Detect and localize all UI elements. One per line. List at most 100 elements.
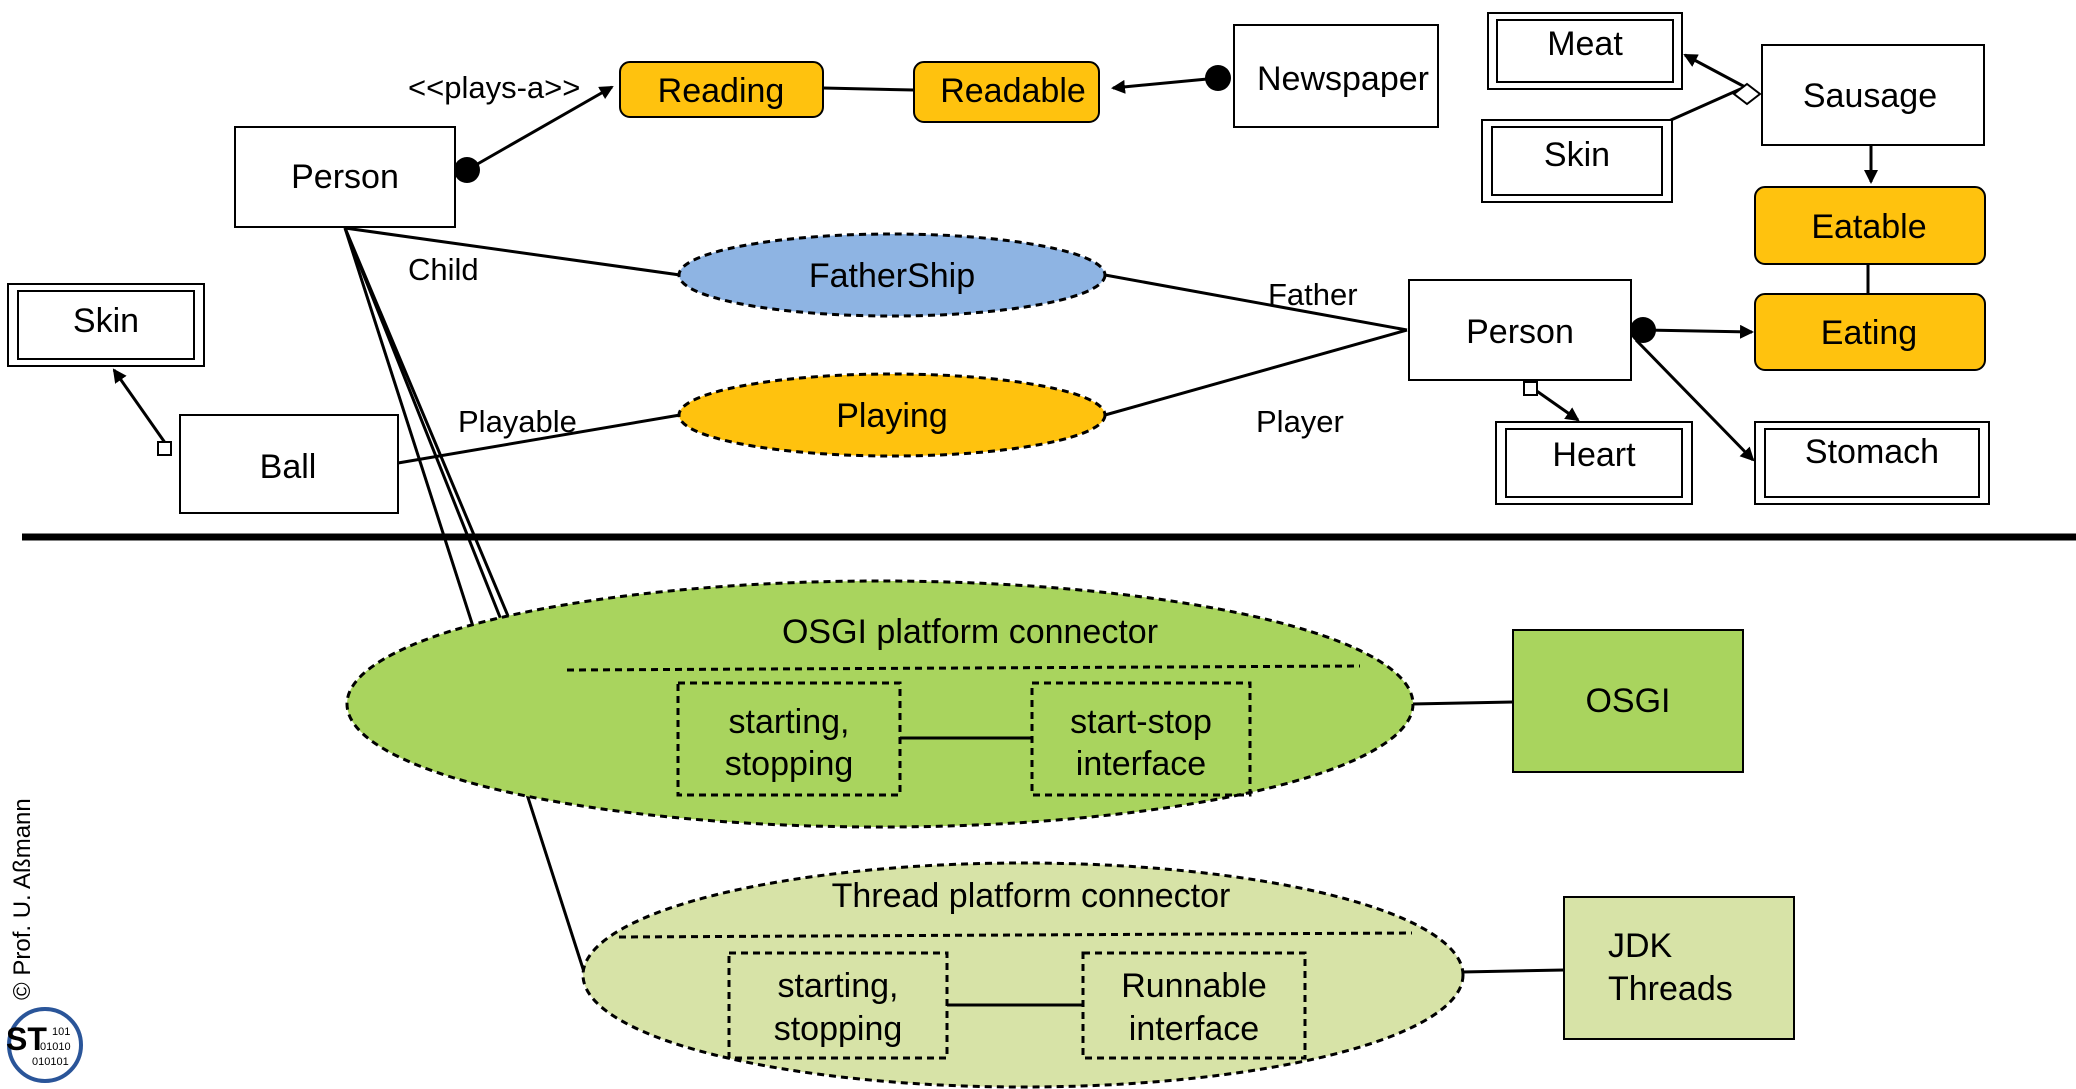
readable-label: Readable	[940, 72, 1086, 110]
osgi-label: OSGI	[1585, 682, 1670, 720]
person-left-node: Person	[234, 126, 456, 228]
osgi-interface-line1: start-stop	[1070, 703, 1212, 741]
sausage-box	[1761, 44, 1985, 146]
father-label: Father	[1268, 277, 1358, 312]
person-left-box	[234, 126, 456, 228]
plays-a-arrow	[466, 85, 614, 172]
child-line	[344, 226, 681, 277]
jdk-threads-box	[1563, 896, 1795, 1040]
fathership-label: FatherShip	[809, 257, 975, 295]
st-logo-letters: ST	[6, 1021, 47, 1057]
thread-starting-line2: stopping	[774, 1010, 903, 1048]
person-stomach-arrow	[1634, 338, 1755, 462]
sausage-meat-arrow	[1683, 53, 1746, 89]
skin-top-box-inner	[1491, 126, 1663, 196]
skin-top-label: Skin	[1544, 136, 1610, 174]
thread-connector-label: Thread platform connector	[832, 877, 1231, 915]
meat-box-inner	[1496, 19, 1674, 83]
osgi-interface-box	[1030, 681, 1252, 797]
person-eating-arrow	[1642, 324, 1754, 339]
osgi-starting-line2: stopping	[725, 745, 854, 783]
osgi-connector-node: OSGI platform connector starting, stoppi…	[345, 579, 1514, 829]
player-label: Player	[1256, 404, 1344, 439]
sausage-node: Sausage	[1761, 44, 1985, 146]
person-left-label: Person	[291, 158, 399, 196]
fathership-node: FatherShip	[677, 232, 1107, 318]
heart-aggregation-marker	[1523, 381, 1538, 396]
eating-node: Eating	[1754, 293, 1986, 371]
newspaper-dot	[1205, 65, 1231, 91]
skin-left-label: Skin	[73, 302, 139, 340]
newspaper-box	[1233, 24, 1439, 128]
thread-interface-line1: Runnable	[1121, 967, 1267, 1005]
ball-node: Ball	[179, 414, 399, 514]
fathership-ellipse	[677, 232, 1107, 318]
thread-connector-node: Thread platform connector starting, stop…	[581, 861, 1565, 1089]
skin-left-box-inner	[17, 290, 195, 360]
plays-a-dot	[454, 157, 480, 183]
reading-node: Reading	[619, 61, 824, 118]
meat-label: Meat	[1547, 25, 1623, 63]
sausage-label: Sausage	[1803, 77, 1937, 115]
skin-left-node: Skin	[7, 283, 205, 367]
jdk-threads-line2: Threads	[1608, 970, 1733, 1008]
st-logo-binary-3: 010101	[32, 1056, 69, 1068]
reading-box	[619, 61, 824, 118]
thread-starting-line1: starting,	[778, 967, 899, 1005]
ball-skin-arrow	[112, 368, 170, 448]
person-right-node: Person	[1408, 279, 1632, 381]
heart-box-inner	[1505, 428, 1683, 498]
osgi-connector-divider	[566, 664, 1361, 672]
stomach-node: Stomach	[1754, 421, 1990, 505]
st-logo-binary-2: 01010	[40, 1041, 71, 1053]
skin-top-node: Skin	[1481, 119, 1673, 203]
newspaper-readable-arrow	[1111, 76, 1219, 94]
copyright-text: © Prof. U. Aßmann	[9, 798, 36, 1000]
ball-aggregation-marker	[157, 441, 172, 456]
thread-interface-line2: interface	[1129, 1010, 1259, 1048]
osgi-connector-ellipse	[345, 579, 1415, 829]
jdk-threads-line1: JDK	[1608, 927, 1673, 965]
osgi-link-line	[1411, 700, 1514, 706]
playing-label: Playing	[836, 397, 948, 435]
readable-box	[913, 61, 1100, 123]
thread-connector-ellipse	[581, 861, 1465, 1089]
readable-node: Readable	[913, 61, 1100, 123]
father-line	[1104, 273, 1408, 332]
jdk-threads-node: JDK Threads	[1563, 896, 1795, 1040]
osgi-connector-label: OSGI platform connector	[782, 613, 1158, 651]
person-eating-dot	[1630, 317, 1656, 343]
thread-interface-box	[1081, 951, 1307, 1060]
plays-a-label: <<plays-a>>	[408, 70, 580, 105]
person-right-label: Person	[1466, 313, 1574, 351]
playable-line	[397, 413, 681, 465]
meat-node: Meat	[1487, 12, 1683, 90]
thread-link-line	[1461, 968, 1565, 974]
stomach-label: Stomach	[1805, 433, 1939, 471]
osgi-interface-line2: interface	[1076, 745, 1206, 783]
playable-label: Playable	[458, 404, 577, 439]
eating-label: Eating	[1821, 314, 1917, 352]
reading-readable-line	[822, 86, 915, 92]
person-thread-line	[343, 227, 587, 976]
person-heart-arrow	[1530, 385, 1580, 422]
st-logo: 101 01010 010101 ST	[6, 1007, 83, 1083]
ball-box	[179, 414, 399, 514]
child-label: Child	[408, 252, 479, 287]
osgi-node: OSGI	[1512, 629, 1744, 773]
stomach-box-inner	[1764, 428, 1980, 498]
playing-node: Playing	[677, 372, 1107, 458]
eatable-node: Eatable	[1754, 186, 1986, 265]
osgi-starting-line1: starting,	[729, 703, 850, 741]
person-right-box	[1408, 279, 1632, 381]
eating-box	[1754, 293, 1986, 371]
sausage-aggregation-diamond	[1732, 82, 1762, 106]
newspaper-label: Newspaper	[1257, 60, 1429, 98]
heart-node: Heart	[1495, 421, 1693, 505]
st-logo-binary: 101	[52, 1026, 70, 1038]
st-logo-circle	[7, 1007, 83, 1083]
player-line	[1104, 328, 1408, 417]
playing-ellipse	[677, 372, 1107, 458]
heart-label: Heart	[1552, 436, 1636, 474]
